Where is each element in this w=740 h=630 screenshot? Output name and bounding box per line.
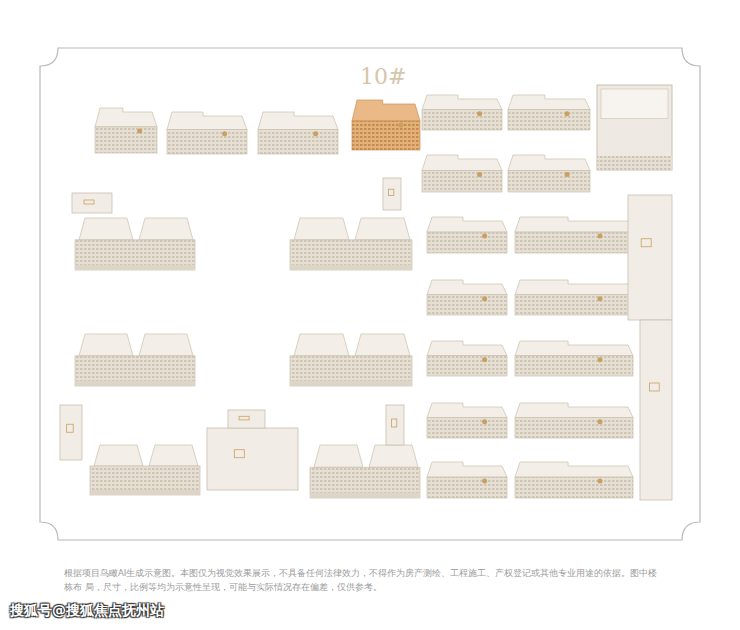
building-model — [427, 280, 507, 315]
building-model — [258, 112, 338, 154]
building-model — [383, 178, 401, 210]
building-model — [290, 218, 412, 270]
building-model — [95, 108, 157, 153]
building-model — [290, 334, 412, 386]
building-model — [75, 334, 195, 386]
disclaimer-caption: 根据项目鸟瞰AI生成示意图。本图仅为视觉效果展示，不具备任何法律效力，不得作为房… — [64, 566, 664, 594]
building-model — [427, 403, 507, 438]
building-model — [515, 462, 633, 498]
building-model — [515, 217, 633, 253]
building-model — [508, 95, 590, 130]
building-model — [508, 155, 590, 192]
building-model — [386, 405, 404, 445]
building-model — [228, 410, 265, 428]
building-model — [75, 218, 195, 270]
building-model — [422, 155, 502, 192]
building-model — [427, 217, 507, 253]
building-model — [72, 193, 112, 213]
building-model — [60, 405, 82, 460]
building-model — [515, 341, 633, 376]
frame-border — [40, 48, 700, 540]
building-model — [515, 280, 633, 315]
building-model — [427, 341, 507, 376]
building-model — [422, 95, 502, 130]
building-model — [597, 85, 672, 170]
building-model — [207, 428, 298, 490]
building-model — [90, 445, 200, 495]
building-model — [640, 320, 672, 500]
watermark: 搜狐号@搜狐焦点抚州站 — [10, 602, 164, 620]
building-model — [352, 100, 420, 150]
building-model — [427, 462, 507, 498]
building-model — [628, 195, 672, 320]
building-model — [310, 445, 420, 498]
building-model — [167, 112, 247, 154]
building-number: 10# — [360, 64, 406, 89]
building-model — [515, 403, 633, 438]
